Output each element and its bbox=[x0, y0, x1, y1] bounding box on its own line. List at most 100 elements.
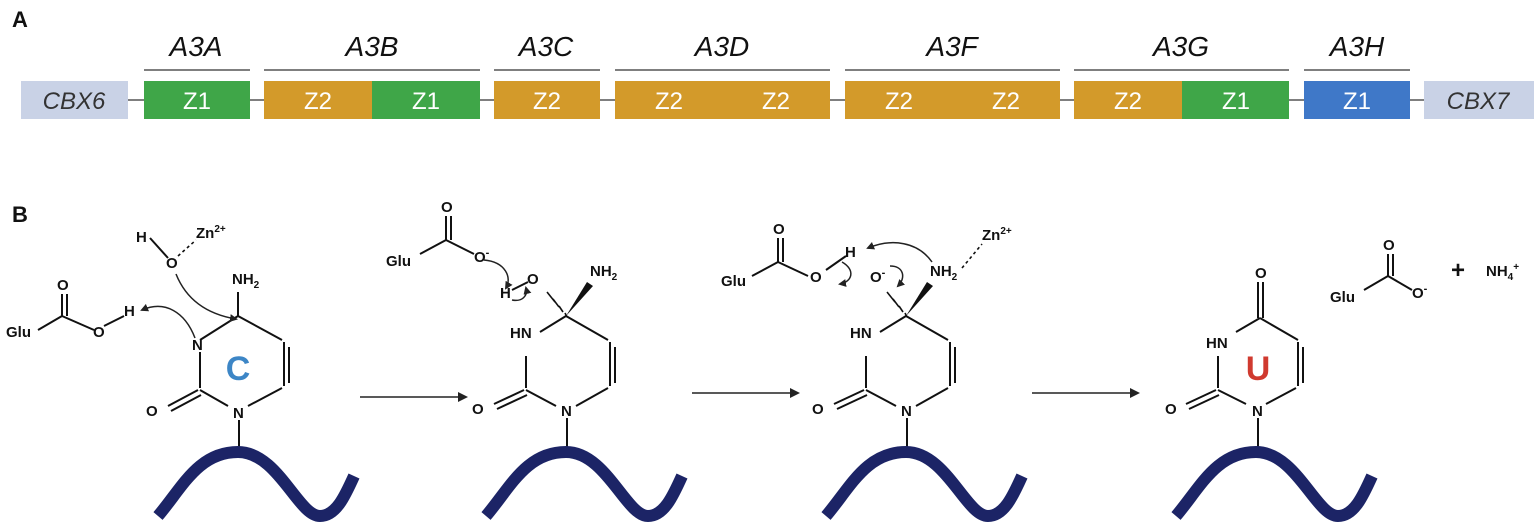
structure-1-backbone-wave bbox=[153, 445, 360, 522]
structure-1-atom-labels: Glu O O H H O Zn2+ NH2 N N O bbox=[6, 224, 260, 422]
structure-2-backbone-wave bbox=[481, 445, 688, 522]
domain-a3d-2-label: Z2 bbox=[762, 88, 790, 115]
s3-o-minus: O- bbox=[870, 267, 886, 286]
s4-carbonyl-o-glu: O bbox=[1383, 237, 1395, 254]
s4-carbonyl-o-top: O bbox=[1255, 265, 1267, 282]
structure-2-intermediate bbox=[419, 216, 616, 448]
s4-glu: Glu bbox=[1330, 289, 1355, 306]
domain-a3g-1 bbox=[1074, 81, 1182, 119]
s3-hn: HN bbox=[850, 325, 872, 342]
structure-3-intermediate bbox=[751, 238, 956, 448]
structure-2-arrow-1 bbox=[483, 259, 513, 290]
domain-a3a-1-label: Z1 bbox=[183, 88, 211, 115]
s1-zn: Zn2+ bbox=[196, 224, 226, 242]
s4-hn: HN bbox=[1206, 335, 1228, 352]
gene-a3b: A3B Z2 Z1 bbox=[264, 31, 480, 119]
domain-a3b-2-label: Z1 bbox=[412, 88, 440, 115]
s1-carbonyl-o-glu: O bbox=[57, 277, 69, 294]
s1-nh2: NH2 bbox=[232, 271, 260, 291]
s1-n1: N bbox=[233, 405, 244, 422]
s4-n1: N bbox=[1252, 403, 1263, 420]
s2-nh2: NH2 bbox=[590, 263, 618, 283]
domain-a3f-2-label: Z2 bbox=[992, 88, 1020, 115]
structure-3-backbone-wave bbox=[821, 445, 1028, 522]
flank-gene-left-box bbox=[21, 81, 128, 119]
domain-a3a-1 bbox=[144, 81, 250, 119]
s1-glu: Glu bbox=[6, 324, 31, 341]
structure-2-arrow-2 bbox=[511, 286, 532, 302]
panel-a: A CBX6 CBX7 A3A Z1 A3B Z2 Z1 A3C Z2 bbox=[12, 7, 1534, 119]
s4-glu-o-minus: O- bbox=[1412, 283, 1428, 302]
s1-n3: N bbox=[192, 337, 203, 354]
s3-zn: Zn2+ bbox=[982, 226, 1012, 244]
gene-a3d: A3D Z2 Z2 bbox=[615, 31, 830, 119]
s1-glu-h: H bbox=[124, 303, 135, 320]
domain-a3d-1 bbox=[615, 81, 723, 119]
structure-3-hashed-wedge bbox=[886, 291, 908, 318]
s2-h: H bbox=[500, 285, 511, 302]
s2-o: O bbox=[527, 271, 539, 288]
s1-water-o: O bbox=[166, 255, 178, 272]
domain-a3g-2 bbox=[1182, 81, 1289, 119]
s2-carbonyl-o-glu: O bbox=[441, 199, 453, 216]
domain-a3c-1-label: Z2 bbox=[533, 88, 561, 115]
gene-a3h: A3H Z1 bbox=[1304, 31, 1410, 119]
gene-a3d-label: A3D bbox=[693, 31, 749, 62]
structure-2-solid-wedge bbox=[566, 282, 593, 316]
domain-a3g-1-label: Z2 bbox=[1114, 88, 1142, 115]
domain-a3b-1-label: Z2 bbox=[304, 88, 332, 115]
structure-1-arrow-proton bbox=[140, 303, 196, 339]
structure-1-arrow-attack bbox=[175, 273, 238, 322]
flank-gene-right-label: CBX7 bbox=[1447, 88, 1511, 115]
gene-a3f: A3F Z2 Z2 bbox=[845, 31, 1060, 119]
domain-a3d-1-label: Z2 bbox=[655, 88, 683, 115]
s2-glu: Glu bbox=[386, 253, 411, 270]
gene-a3f-label: A3F bbox=[924, 31, 979, 62]
s2-glu-o-minus: O- bbox=[474, 247, 490, 266]
domain-a3f-2 bbox=[952, 81, 1060, 119]
plus-sign: + bbox=[1451, 257, 1465, 284]
structure-2-hashed-wedge bbox=[546, 291, 568, 318]
domain-a3d-2 bbox=[722, 81, 830, 119]
s2-n1: N bbox=[561, 403, 572, 420]
structure-3-arrow-proton bbox=[866, 241, 933, 263]
s3-n1: N bbox=[901, 403, 912, 420]
domain-a3h-1-label: Z1 bbox=[1343, 88, 1371, 115]
structure-2-atom-labels: Glu O O- H O NH2 HN N O bbox=[386, 199, 618, 420]
gene-a3g: A3G Z2 Z1 bbox=[1074, 31, 1289, 119]
s3-glu-oh-o: O bbox=[810, 269, 822, 286]
panel-b: B bbox=[6, 199, 1519, 522]
s3-h: H bbox=[845, 244, 856, 261]
s1-carbonyl-o: O bbox=[146, 403, 158, 420]
gene-a3g-label: A3G bbox=[1151, 31, 1209, 62]
s4-ammonium: NH4+ bbox=[1486, 262, 1519, 283]
base-c-label: C bbox=[226, 350, 251, 388]
gene-a3c: A3C Z2 bbox=[494, 31, 600, 119]
flank-gene-left-label: CBX6 bbox=[43, 88, 106, 115]
domain-a3c-1 bbox=[494, 81, 600, 119]
s3-carbonyl-o-glu: O bbox=[773, 221, 785, 238]
s4-carbonyl-o: O bbox=[1165, 401, 1177, 418]
structure-4-uridine bbox=[1185, 254, 1413, 448]
panel-a-label: A bbox=[12, 7, 28, 32]
structure-1-zn-coordination bbox=[177, 239, 197, 257]
domain-a3b-1 bbox=[264, 81, 372, 119]
s3-nh2: NH2 bbox=[930, 263, 958, 283]
flank-gene-right-box bbox=[1424, 81, 1534, 119]
structure-3-zn-coordination bbox=[961, 243, 983, 269]
structure-1-cytidine bbox=[37, 237, 290, 448]
domain-a3f-1-label: Z2 bbox=[885, 88, 913, 115]
s2-carbonyl-o: O bbox=[472, 401, 484, 418]
structure-4-atom-labels: O HN N O Glu O O- NH4+ bbox=[1165, 237, 1519, 420]
domain-a3g-2-label: Z1 bbox=[1222, 88, 1250, 115]
gene-a3a-label: A3A bbox=[168, 31, 223, 62]
structure-3-atom-labels: Glu O O H O- NH2 Zn2+ HN N O bbox=[721, 221, 1012, 420]
s3-glu: Glu bbox=[721, 273, 746, 290]
structure-3-solid-wedge bbox=[906, 282, 933, 316]
panel-b-label: B bbox=[12, 202, 28, 227]
gene-a3h-label: A3H bbox=[1328, 31, 1385, 62]
s3-carbonyl-o: O bbox=[812, 401, 824, 418]
base-u-label: U bbox=[1246, 350, 1271, 388]
structure-4-backbone-wave bbox=[1171, 445, 1378, 522]
